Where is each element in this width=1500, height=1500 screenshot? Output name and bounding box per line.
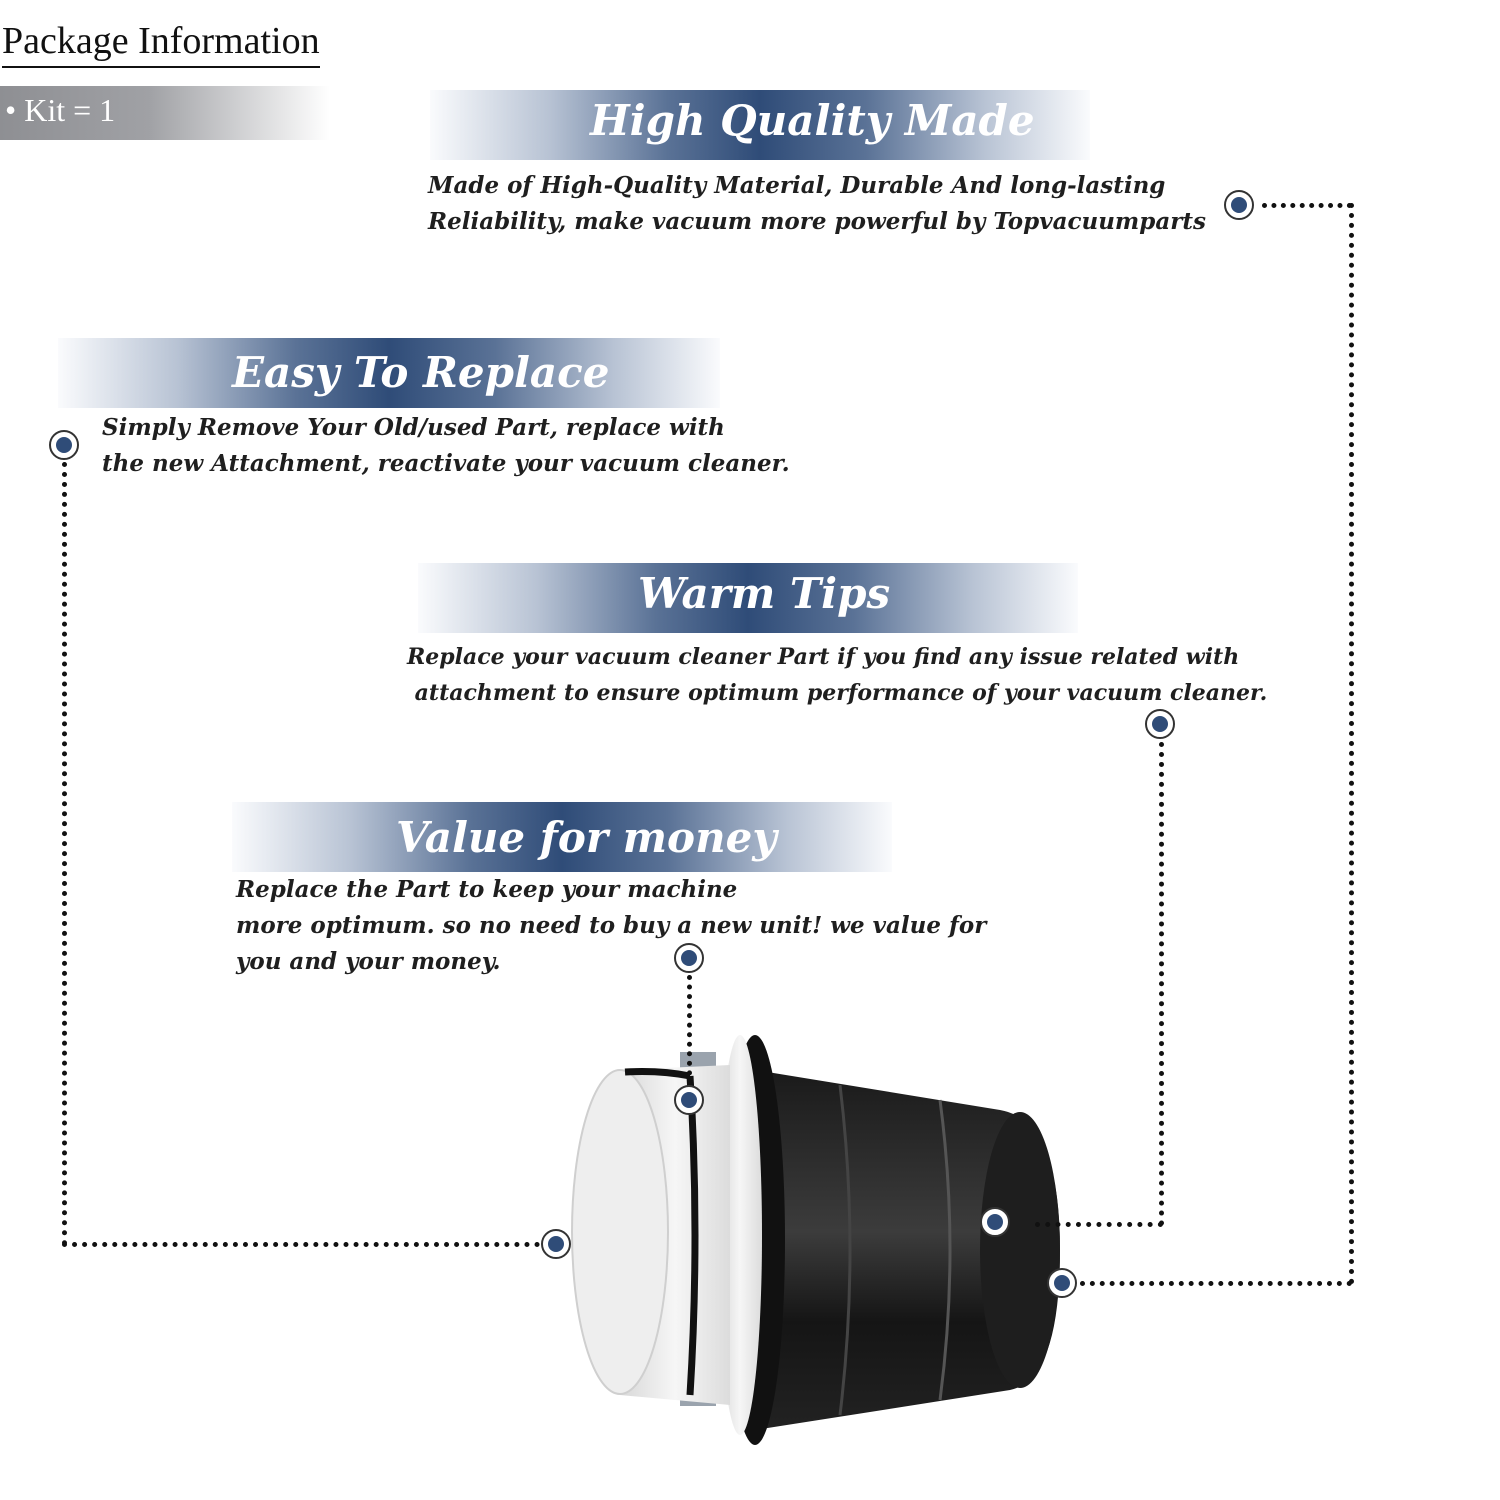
connector-line (1035, 1222, 1163, 1227)
marker-dot (541, 1229, 571, 1259)
connector-line (1262, 203, 1352, 208)
warm-tips-banner (418, 563, 1078, 633)
vacuum-hose-connector-icon (571, 1035, 1060, 1445)
high-quality-description: Made of High-Quality Material, Durable A… (428, 172, 1206, 235)
connector-line (62, 462, 67, 1246)
connector-line (1159, 742, 1164, 1226)
easy-replace-banner (58, 338, 720, 408)
warm-tips-title: Warm Tips (638, 569, 891, 618)
connector-line (1080, 1281, 1352, 1286)
value-money-banner (232, 802, 892, 872)
warm-tips-description: Replace your vacuum cleaner Part if you … (407, 644, 1268, 706)
kit-count: • Kit = 1 (5, 92, 116, 128)
marker-dot (49, 430, 79, 460)
easy-replace-description: Simply Remove Your Old/used Part, replac… (102, 414, 790, 477)
marker-dot (674, 943, 704, 973)
high-quality-title: High Quality Made (590, 96, 1035, 145)
kit-band (0, 86, 330, 140)
marker-dot (1145, 709, 1175, 739)
package-information-title: Package Information (2, 22, 320, 68)
easy-replace-title: Easy To Replace (232, 348, 610, 397)
connector-line (62, 1242, 540, 1247)
marker-dot (1224, 190, 1254, 220)
connector-line (1349, 203, 1354, 1285)
marker-dot (980, 1207, 1010, 1237)
value-money-title: Value for money (396, 813, 777, 862)
connector-line (687, 975, 692, 1085)
high-quality-banner (430, 90, 1090, 160)
marker-dot (1047, 1268, 1077, 1298)
value-money-description: Replace the Part to keep your machine mo… (236, 876, 987, 975)
marker-dot (674, 1085, 704, 1115)
